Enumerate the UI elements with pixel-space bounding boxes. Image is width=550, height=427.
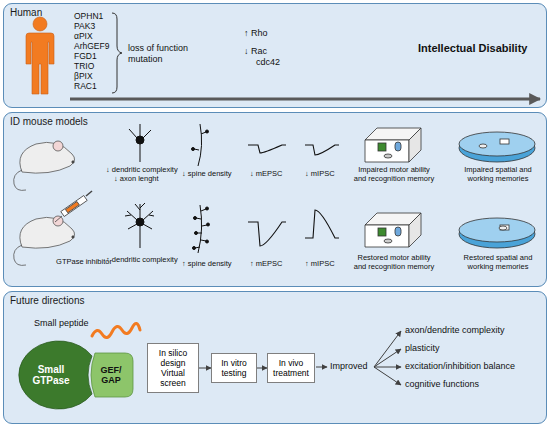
panel-ground <box>3 291 547 424</box>
label-text: plasticity <box>405 343 440 354</box>
gef-shape: GEF/ GAP <box>89 351 133 399</box>
label-text: Improved <box>330 361 368 372</box>
open-field-box <box>365 128 421 162</box>
label-text: Restored spatial and working memories <box>455 253 541 271</box>
gef-body <box>91 353 133 397</box>
label-text: ↓ Rac <box>244 46 267 57</box>
label-text: ↓ dendritic complexity <box>106 165 190 174</box>
node-text: Small GTPase <box>22 364 80 387</box>
flow-arrow <box>257 368 267 369</box>
process-box: In vitro testing <box>211 353 257 383</box>
label-text: ↑ spine density <box>182 259 242 268</box>
label-text: excitation/inhibition balance <box>405 361 515 372</box>
label-text: Intellectual Disability <box>418 42 544 55</box>
progression-arrow <box>70 98 540 101</box>
process-box: In vivo treatment <box>267 353 315 383</box>
outcome-arrows <box>316 331 401 385</box>
current-trace <box>248 145 339 246</box>
label-text: ArhGEF9 <box>74 41 109 51</box>
label-text: Restored motor ability and recognition m… <box>352 253 436 271</box>
node-text: In vivo treatment <box>271 358 311 378</box>
label-text: ↑ dendritic complexity <box>106 255 190 264</box>
person-icon <box>26 17 54 94</box>
label-text: RAC1 <box>74 81 97 91</box>
label-text: Impaired spatial and working memories <box>455 165 541 183</box>
label-text: ↑ mEPSC <box>250 259 300 268</box>
neuron-icon <box>129 124 151 162</box>
dendrite-spines <box>193 205 210 253</box>
label-text: ↓ mIPSC <box>305 169 350 178</box>
label-text: FGD1 <box>74 51 97 61</box>
water-maze <box>459 218 535 248</box>
label-text: Small peptide <box>34 318 89 329</box>
brace <box>112 13 122 93</box>
water-maze <box>459 132 535 162</box>
label-text: TRIO <box>74 61 94 71</box>
gtpase-body <box>19 341 92 409</box>
neuron-icon <box>125 203 154 248</box>
label-text: ↓ mEPSC <box>250 169 300 178</box>
label-text: cognitive functions <box>405 379 479 390</box>
label-text: GTPase inhibitor <box>56 257 112 266</box>
open-field-box <box>365 213 421 247</box>
flow-arrow <box>199 368 211 369</box>
panel-heading: Future directions <box>10 295 84 306</box>
label-text: loss of function mutation <box>128 43 206 65</box>
label-text: cdc42 <box>256 57 280 68</box>
panel-band: Future directionsSmall GTPase GEF/ GAP In … <box>3 291 547 424</box>
node-text: In silico design Virtual screen <box>151 348 195 389</box>
label-text: αPIX <box>74 31 93 41</box>
syringe-icon <box>55 191 92 222</box>
label-text: ↑ mIPSC <box>305 259 350 268</box>
label-text: ↓ spine density <box>182 169 242 178</box>
panel-heading: Human <box>10 7 42 18</box>
node-text: In vitro testing <box>215 358 253 378</box>
label-text: OPHN1 <box>74 11 103 21</box>
process-box: In silico design Virtual screen <box>147 343 199 394</box>
label-text: PAK3 <box>74 21 95 31</box>
panel-ground <box>3 112 547 287</box>
peptide-strand <box>92 323 140 337</box>
label-text: axon/dendrite complexity <box>405 325 505 336</box>
label-text: ↑ Rho <box>244 28 268 39</box>
gtpase-shape: Small GTPase <box>14 341 94 409</box>
dendrite-spines <box>192 124 209 166</box>
node-text: GEF/ GAP <box>92 365 130 386</box>
panel-heading: ID mouse models <box>10 116 88 127</box>
label-text: βPIX <box>74 71 93 81</box>
panel-ground <box>3 3 547 108</box>
label-text: Impaired motor ability and recognition m… <box>352 165 436 183</box>
mouse-icon <box>14 141 75 190</box>
